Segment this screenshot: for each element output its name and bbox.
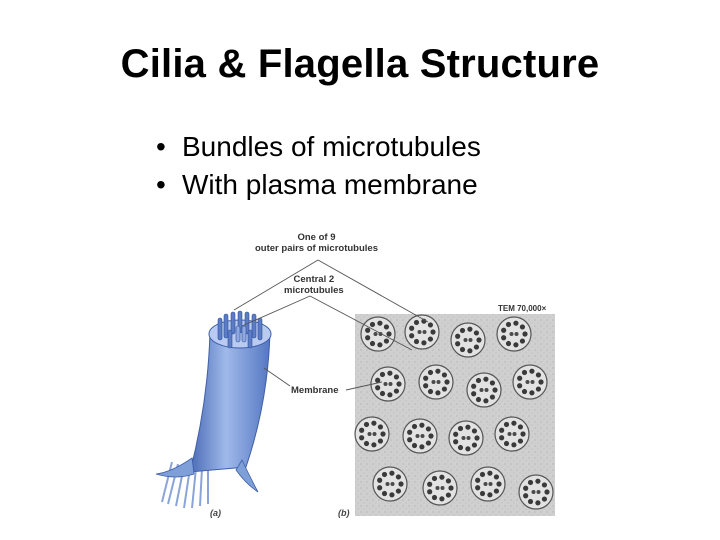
panel-a-label: (a) [210, 508, 221, 518]
cilium-cross-section [448, 420, 484, 456]
outer-pairs-label-line2: outer pairs of microtubules [255, 243, 378, 254]
central-label-line2: microtubules [284, 285, 344, 296]
bullet-item: • Bundles of microtubules [156, 128, 481, 166]
cilium-cross-section [496, 316, 532, 352]
cilium-cross-section [354, 416, 390, 452]
bullet-marker: • [156, 169, 166, 200]
cilium-cross-section [450, 322, 486, 358]
cilium-cross-section [494, 416, 530, 452]
slide-title: Cilia & Flagella Structure [120, 42, 600, 86]
micrograph-panel [354, 314, 555, 516]
cilium-cross-section [404, 314, 440, 350]
cilium-cross-section [470, 466, 506, 502]
panel-b-label: (b) [338, 508, 350, 518]
cilium-cross-section [360, 316, 396, 352]
cilium-cross-section [466, 372, 502, 408]
magnification-label: TEM 70,000× [498, 304, 547, 313]
bullet-list: • Bundles of microtubules • With plasma me… [156, 128, 481, 204]
cilia-figure: One of 9 outer pairs of microtubules Cen… [150, 222, 560, 522]
label-leader-lines [233, 259, 429, 391]
outer-pairs-label: One of 9 outer pairs of microtubules [255, 232, 378, 254]
cilium-drawing [155, 310, 272, 509]
cilium-cross-section [512, 364, 548, 400]
cilium-cross-section [422, 470, 458, 506]
outer-pairs-label-line1: One of 9 [297, 232, 336, 243]
cilia-illustration [155, 259, 555, 516]
cilium-cross-section [370, 366, 406, 402]
cilium-cross-section [518, 474, 554, 510]
central-microtubules-label: Central 2 microtubules [284, 274, 344, 296]
bullet-text: With plasma membrane [182, 169, 478, 200]
cilium-cross-section [402, 418, 438, 454]
cilium-cross-section [418, 364, 454, 400]
bullet-text: Bundles of microtubules [182, 131, 481, 162]
membrane-label: Membrane [291, 385, 339, 396]
bullet-marker: • [156, 131, 166, 162]
bullet-item: • With plasma membrane [156, 166, 481, 204]
cilium-cross-section [372, 466, 408, 502]
central-label-line1: Central 2 [293, 274, 335, 285]
